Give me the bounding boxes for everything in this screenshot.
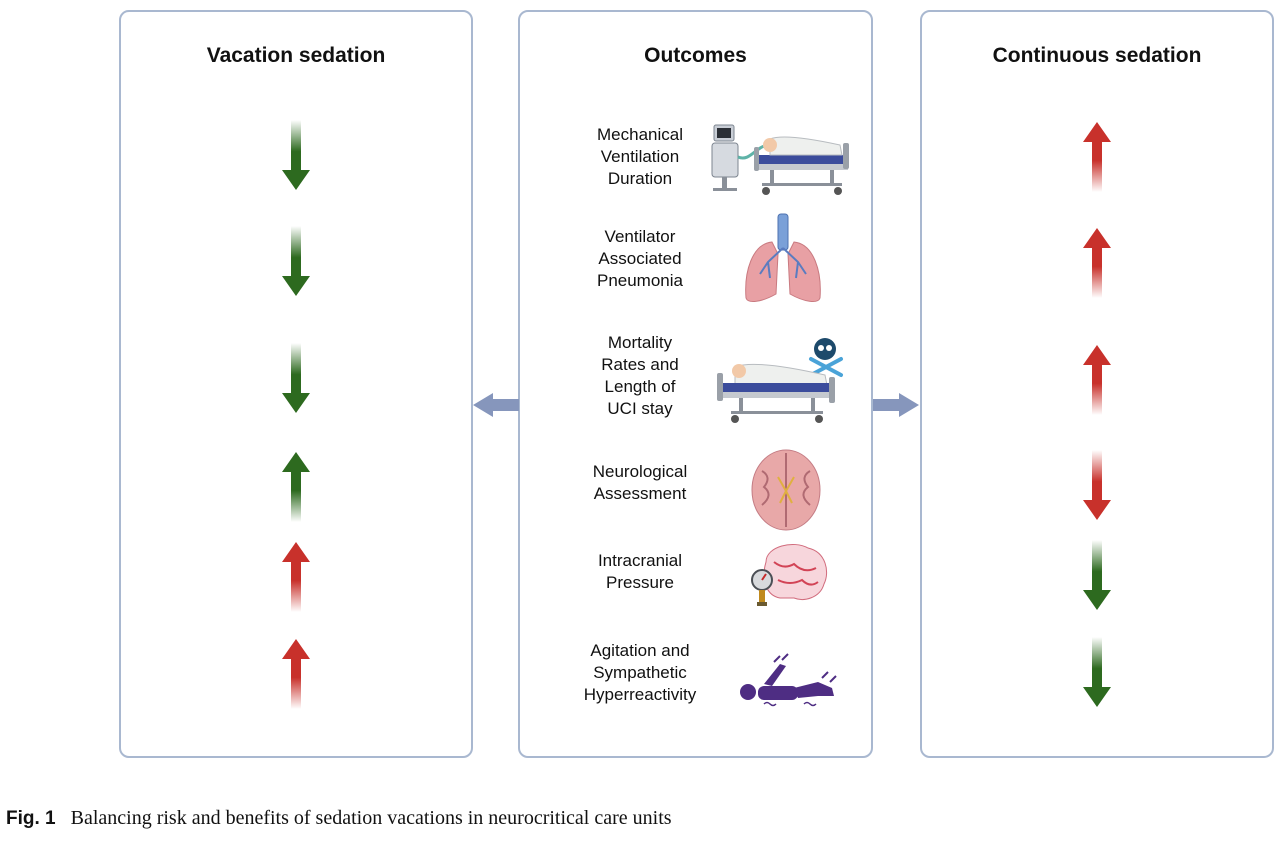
figure-caption: Fig. 1 Balancing risk and benefits of se… (6, 807, 672, 830)
outcomes-title: Outcomes (644, 44, 747, 67)
continuous-arrow-up (1083, 228, 1111, 298)
outcome-label-pneumonia: Ventilator Associated Pneumonia (596, 227, 683, 290)
continuous-arrow-down (1083, 540, 1111, 610)
continuous-sedation-title: Continuous sedation (992, 44, 1202, 67)
vacation-sedation-panel: Vacation sedation (119, 10, 473, 758)
lungs-icon (745, 213, 821, 302)
continuous-arrow-down (1083, 637, 1111, 707)
figure-label: Fig. 1 (6, 808, 56, 829)
brain-pressure-gauge-icon (751, 544, 828, 606)
continuous-arrow-down (1083, 450, 1111, 520)
arrow-to-continuous-panel (873, 393, 919, 417)
vacation-sedation-title: Vacation sedation (206, 44, 386, 67)
vacation-arrow-down (282, 120, 310, 190)
vacation-arrow-down (282, 226, 310, 296)
outcome-label-ventilation: Mechanical Ventilation Duration (597, 125, 683, 188)
brain-icon (751, 449, 821, 531)
hospital-bed-skull-icon (717, 338, 843, 423)
vacation-arrow-down (282, 343, 310, 413)
vacation-arrow-up (282, 452, 310, 522)
arrow-to-vacation-panel (473, 393, 519, 417)
continuous-arrow-up (1083, 122, 1111, 192)
skull-crossbones-icon (809, 338, 843, 377)
continuous-arrow-up (1083, 345, 1111, 415)
vacation-arrow-up (282, 639, 310, 709)
outcome-label-neuro: Neurological Assessment (592, 462, 688, 503)
outcome-label-agitation: Agitation and Sympathetic Hyperreactivit… (583, 641, 697, 704)
figure-caption-text: Balancing risk and benefits of sedation … (70, 807, 672, 829)
continuous-sedation-panel: Continuous sedation (920, 10, 1274, 758)
ventilator-bed-icon (711, 124, 849, 195)
outcome-label-icp: Intracranial Pressure (597, 551, 683, 592)
outcomes-panel: Outcomes Mechanical Ventilation Duration… (518, 10, 873, 758)
vacation-arrow-up (282, 542, 310, 612)
agitated-patient-icon (740, 653, 837, 707)
outcome-label-mortality: Mortality Rates and Length of UCI stay (601, 333, 679, 418)
